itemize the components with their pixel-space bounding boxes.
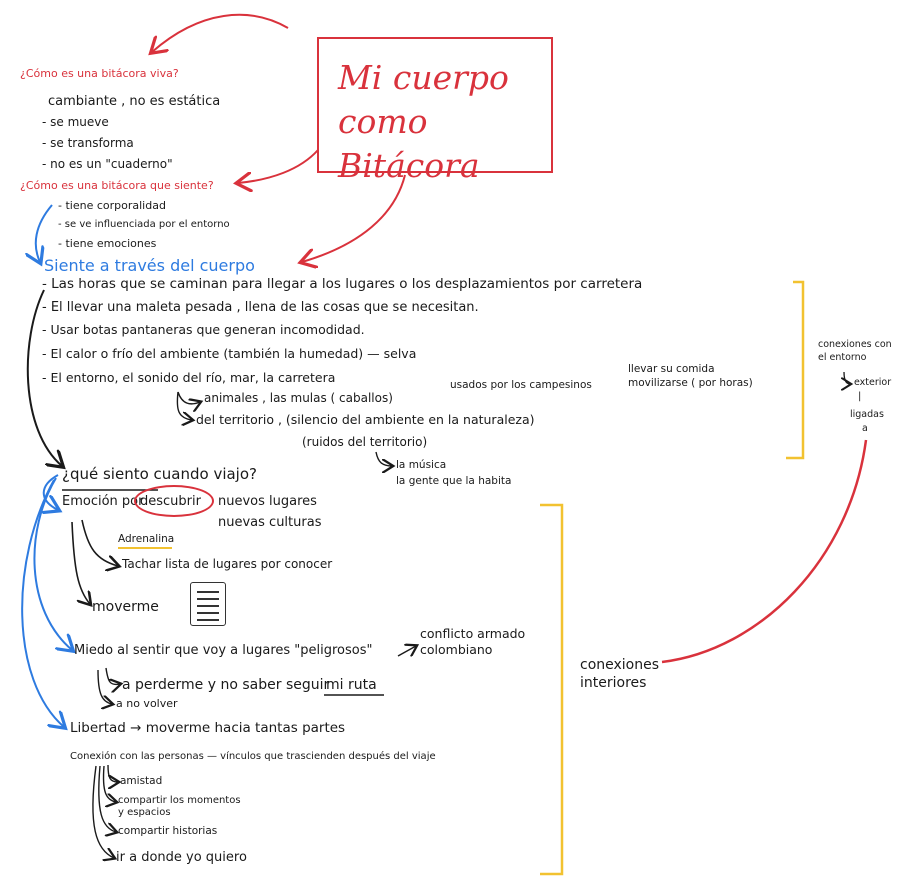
title-box: [317, 37, 553, 173]
q1-item-2: - se mueve: [42, 115, 109, 129]
s3-ruidos: (ruidos del territorio): [302, 435, 428, 449]
arrow-conflicto: [397, 646, 416, 656]
s3-movilizarse: movilizarse ( por horas): [628, 377, 753, 389]
q2-item-3: - tiene emociones: [58, 237, 157, 250]
q2-question: ¿Cómo es una bitácora que siente?: [20, 179, 214, 192]
s4-amistad: amistad: [120, 775, 163, 787]
s4-conflicto-2: colombiano: [420, 642, 493, 657]
blue-arrow-miedo: [33, 477, 72, 650]
arrow-ir: [92, 765, 114, 858]
s3-item-3: - Usar botas pantaneras que generan inco…: [42, 322, 365, 337]
diagram-title: Mi cuerpo como Bitácora: [338, 58, 509, 185]
arrow-tachar: [81, 519, 118, 566]
red-arrow-to-s3: [302, 174, 406, 262]
right-note-line2: el entorno: [818, 352, 867, 363]
arrow-perderme: [105, 667, 120, 684]
arrow-compartir1: [102, 765, 117, 802]
right-note-line1: conexiones con: [818, 339, 892, 350]
s3-item-5: - El entorno, el sonido del río, mar, la…: [42, 370, 336, 385]
arrow-moverme: [71, 521, 90, 604]
s4-mi-ruta: mi ruta: [326, 677, 377, 693]
s4-nuevos-lugares: nuevos lugares: [218, 494, 317, 509]
q1-question: ¿Cómo es una bitácora viva?: [20, 67, 179, 80]
s3-item-4: - El calor o frío del ambiente (también …: [42, 346, 417, 361]
red-arrow-to-q2: [238, 149, 319, 183]
q2-item-2: - se ve influenciada por el entorno: [58, 219, 230, 230]
q1-item-3: - se transforma: [42, 136, 134, 150]
descubrir-circle: [134, 485, 214, 517]
arrow-exterior: [844, 371, 850, 384]
q1-item-1: cambiante , no es estática: [48, 94, 221, 109]
checklist-icon: [190, 582, 226, 626]
s3-musica: la música: [396, 459, 447, 471]
s4-conexion: Conexión con las personas — vínculos que…: [70, 751, 436, 762]
s3-item-2: - El llevar una maleta pesada , llena de…: [42, 300, 479, 315]
s3-gente: la gente que la habita: [396, 475, 512, 487]
q2-item-1: - tiene corporalidad: [58, 199, 166, 212]
interiores-line1: conexiones: [580, 657, 660, 673]
right-note-a: a: [862, 423, 868, 434]
red-curve-link: [661, 439, 868, 664]
s4-perderme: a perderme y no saber seguir: [122, 677, 330, 693]
arrow-compartir2: [98, 765, 116, 832]
s4-no-volver: a no volver: [116, 697, 178, 710]
right-note-ligadas: ligadas: [850, 409, 884, 420]
s3-territorio: del territorio , (silencio del ambiente …: [196, 412, 535, 427]
s4-question: ¿qué siento cuando viajo?: [62, 465, 257, 483]
right-note-exterior: exterior: [854, 377, 892, 388]
s3-heading: Siente a través del cuerpo: [44, 256, 255, 275]
arrow-animales: [177, 391, 200, 404]
s4-ir: ir a donde yo quiero: [116, 850, 247, 865]
blue-arrow-emocion: [44, 474, 58, 510]
arrow-musica: [375, 451, 392, 466]
s4-conflicto-1: conflicto armado: [420, 626, 526, 641]
yellow-bracket-bottom: [540, 503, 564, 876]
right-note-bar: |: [858, 391, 862, 402]
s4-nuevas-culturas: nuevas culturas: [218, 515, 322, 530]
arrow-novolver: [97, 669, 112, 704]
red-arrow-to-q1: [152, 13, 289, 52]
s3-llevar: llevar su comida: [628, 363, 715, 375]
arrow-territorio: [176, 391, 192, 420]
s4-emocion: Emoción por: [62, 494, 144, 509]
yellow-bracket-top: [786, 280, 805, 460]
arrow-amistad: [107, 764, 118, 782]
interiores-line2: interiores: [580, 675, 647, 691]
q1-item-4: - no es un "cuaderno": [42, 157, 173, 171]
s4-compartir-1b: y espacios: [118, 807, 171, 818]
s4-compartir-2: compartir historias: [118, 825, 218, 837]
s3-item-1: - Las horas que se caminan para llegar a…: [42, 276, 643, 292]
s3-animales: animales , las mulas ( caballos): [204, 391, 393, 405]
s4-compartir-1: compartir los momentos: [118, 795, 241, 806]
s3-usados: usados por los campesinos: [450, 379, 592, 391]
s4-descubrir: descubrir: [140, 494, 201, 509]
s4-moverme: moverme: [92, 599, 159, 615]
s4-adrenalina: Adrenalina: [118, 533, 175, 545]
blue-arrow-libertad: [21, 479, 64, 727]
blue-arrow-q2-s3: [36, 204, 53, 262]
s4-libertad: Libertad → moverme hacia tantas partes: [70, 720, 346, 736]
black-arrow-s3-s4: [26, 289, 62, 466]
s4-miedo: Miedo al sentir que voy a lugares "pelig…: [74, 643, 373, 658]
s4-tachar: Tachar lista de lugares por conocer: [122, 557, 333, 571]
